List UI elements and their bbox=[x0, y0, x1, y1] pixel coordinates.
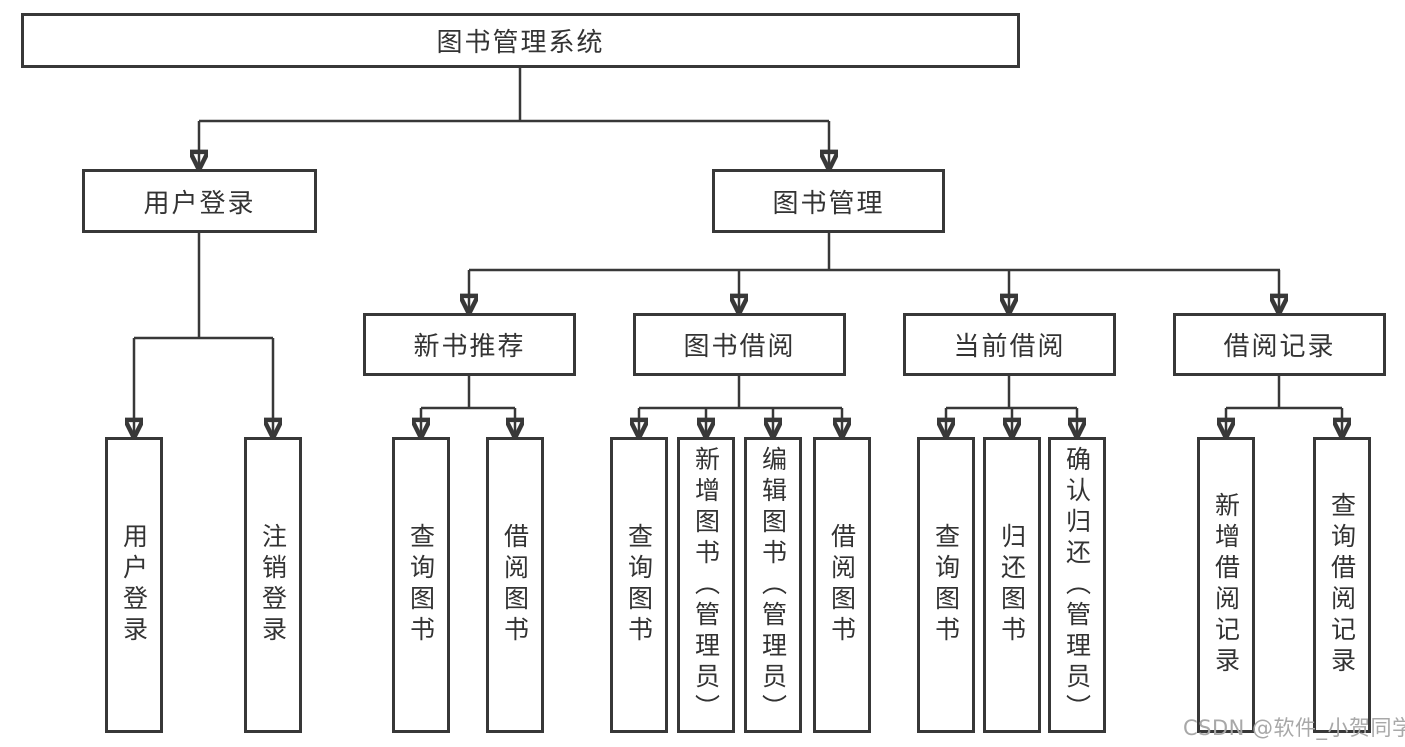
leaf-add-borrow-record: 新增借阅记录 bbox=[1197, 437, 1255, 733]
leaf-edit-books-admin: 编辑图书（管理员） bbox=[744, 437, 802, 733]
leaf-query-borrow-record: 查询借阅记录 bbox=[1313, 437, 1371, 733]
node-label: 图书管理系统 bbox=[436, 28, 605, 58]
leaf-confirm-return-admin: 确认归还（管理员） bbox=[1048, 437, 1106, 733]
node-book-borrow: 图书借阅 bbox=[633, 313, 846, 376]
edge-book-borrow-children bbox=[639, 376, 842, 437]
edge-user-login-children bbox=[134, 233, 273, 437]
leaf-query-books-3: 查询图书 bbox=[917, 437, 975, 733]
node-user-login: 用户登录 bbox=[82, 169, 317, 233]
node-label: 注销登录 bbox=[258, 523, 288, 647]
node-label: 编辑图书（管理员） bbox=[758, 445, 788, 725]
leaf-user-login: 用户登录 bbox=[105, 437, 163, 733]
node-label: 图书管理 bbox=[772, 188, 885, 219]
node-label: 归还图书 bbox=[997, 523, 1027, 647]
leaf-borrow-books-2: 借阅图书 bbox=[813, 437, 871, 733]
node-current-borrow: 当前借阅 bbox=[903, 313, 1116, 376]
node-label: 图书借阅 bbox=[683, 332, 796, 362]
node-label: 查询图书 bbox=[406, 523, 436, 647]
node-borrow-records: 借阅记录 bbox=[1173, 313, 1386, 376]
node-label: 查询图书 bbox=[624, 523, 654, 647]
node-label: 当前借阅 bbox=[953, 332, 1066, 362]
node-label: 用户登录 bbox=[143, 188, 256, 219]
edge-current-borrow-children bbox=[946, 376, 1077, 437]
node-label: 用户登录 bbox=[119, 523, 149, 647]
node-label: 查询图书 bbox=[931, 523, 961, 647]
node-root-library-system: 图书管理系统 bbox=[21, 13, 1020, 68]
node-label: 查询借阅记录 bbox=[1327, 492, 1357, 678]
node-new-book-recommend: 新书推荐 bbox=[363, 313, 576, 376]
edge-book-management-children bbox=[469, 233, 1280, 313]
leaf-logout: 注销登录 bbox=[244, 437, 302, 733]
node-label: 借阅图书 bbox=[827, 523, 857, 647]
leaf-query-books-1: 查询图书 bbox=[392, 437, 450, 733]
leaf-add-books-admin: 新增图书（管理员） bbox=[677, 437, 735, 733]
edge-borrow-records-children bbox=[1226, 376, 1342, 437]
edge-root-to-level2 bbox=[199, 68, 829, 169]
node-label: 新增借阅记录 bbox=[1211, 492, 1241, 678]
leaf-query-books-2: 查询图书 bbox=[610, 437, 668, 733]
node-label: 借阅图书 bbox=[500, 523, 530, 647]
csdn-watermark: CSDN @软件_小贺同学 bbox=[1183, 716, 1405, 740]
node-book-management: 图书管理 bbox=[712, 169, 945, 233]
edge-new-book-rec-children bbox=[421, 376, 515, 437]
node-label: 确认归还（管理员） bbox=[1062, 445, 1092, 725]
node-label: 新书推荐 bbox=[413, 332, 526, 362]
leaf-borrow-books-1: 借阅图书 bbox=[486, 437, 544, 733]
node-label: 新增图书（管理员） bbox=[691, 445, 721, 725]
node-label: 借阅记录 bbox=[1223, 332, 1336, 362]
leaf-return-books: 归还图书 bbox=[983, 437, 1041, 733]
